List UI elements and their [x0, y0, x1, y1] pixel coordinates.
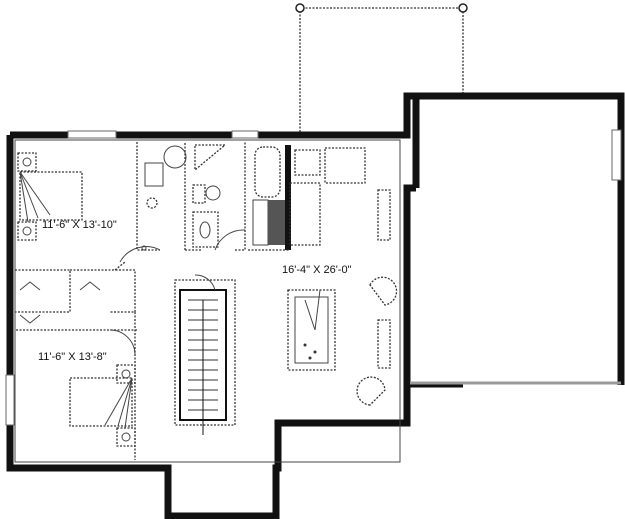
window: [231, 130, 259, 139]
bathroom-fixtures: [192, 144, 285, 248]
stairs: [174, 274, 236, 435]
deck-outline: [295, 3, 468, 132]
exterior-walls: [6, 92, 625, 519]
bed-1: [17, 152, 83, 241]
window: [5, 374, 15, 426]
mechanical-room: [141, 145, 187, 251]
room-label-family-room: 16'-4" X 26'-0": [282, 264, 352, 276]
room-label-bedroom-1: 11'-6" X 13'-10": [42, 219, 117, 231]
window: [67, 130, 117, 139]
closet-doors: [19, 281, 101, 324]
window: [611, 129, 622, 181]
family-room-furniture: [287, 147, 398, 406]
post-icon: [458, 3, 468, 13]
bed-2: [69, 364, 136, 447]
post-icon: [295, 3, 305, 13]
room-label-bedroom-2: 11'-6" X 13'-8": [38, 351, 107, 363]
